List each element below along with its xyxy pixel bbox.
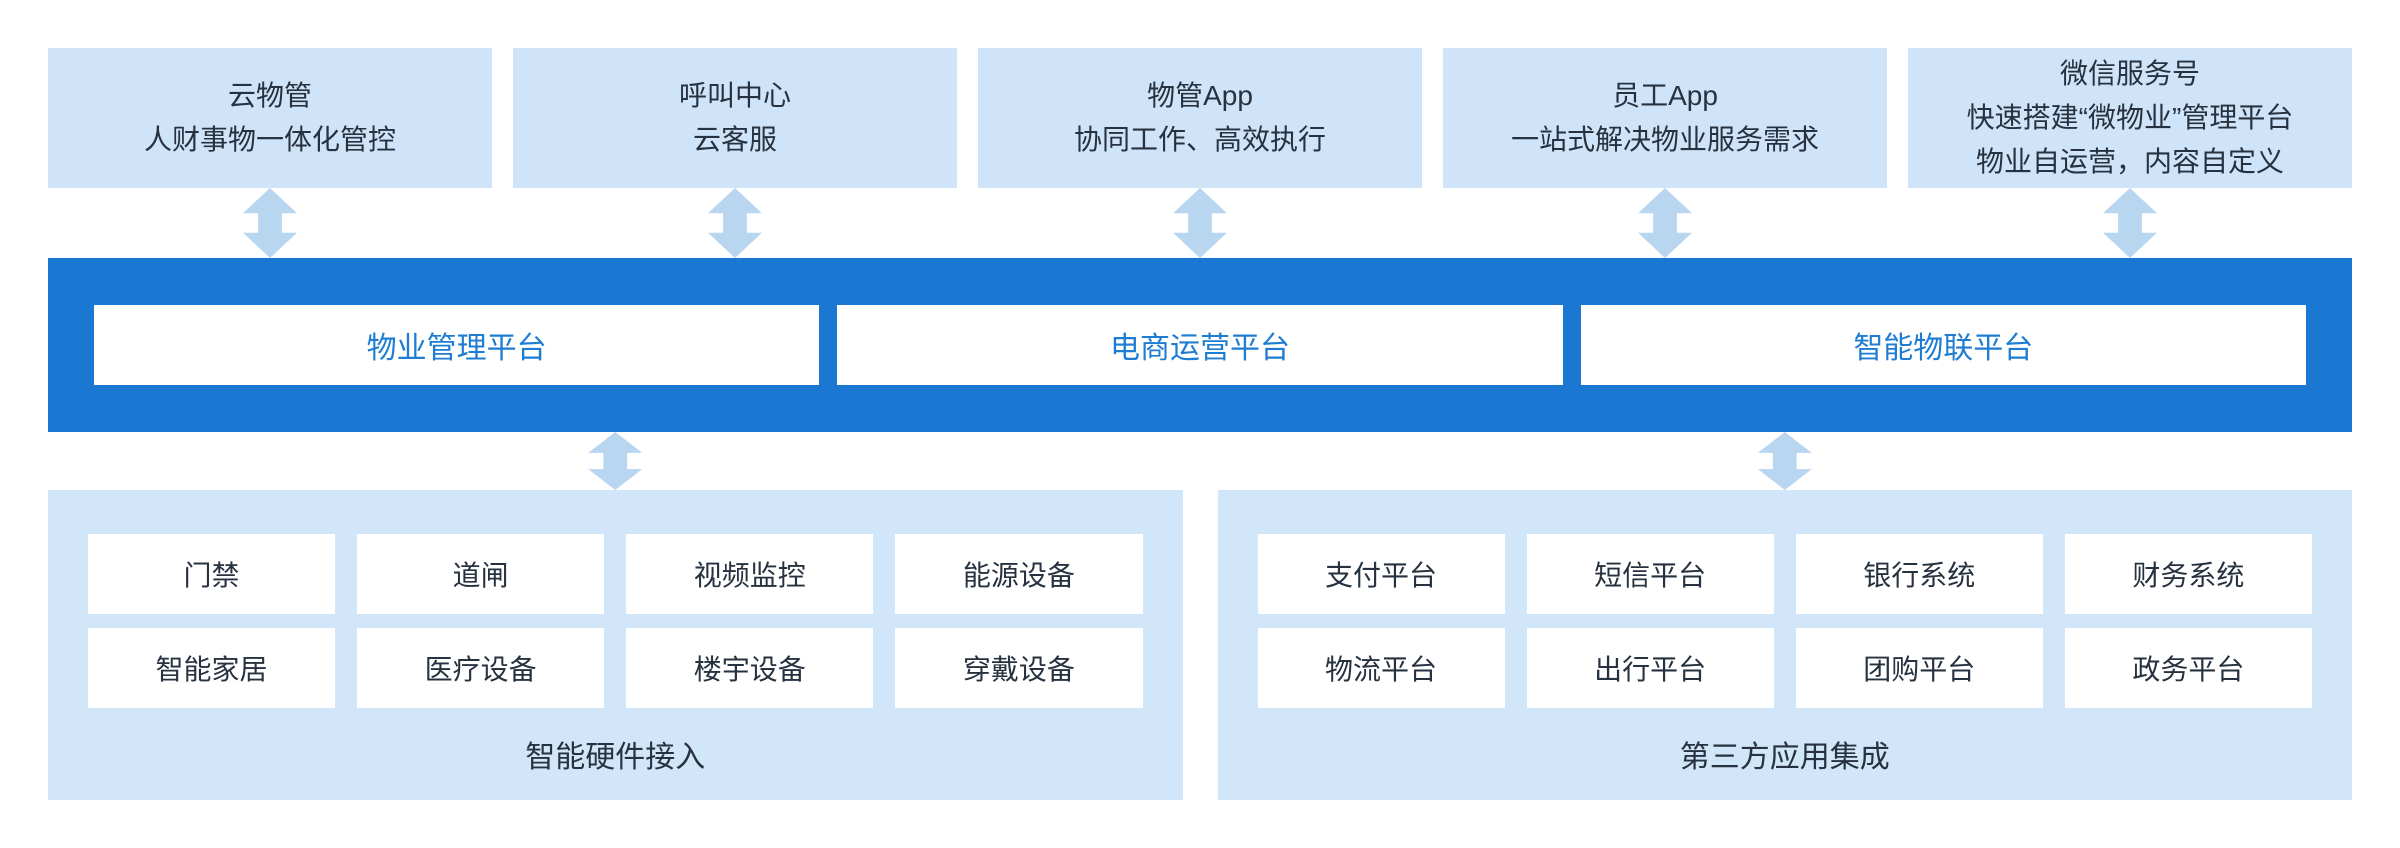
app-box-title: 员工App <box>1612 80 1718 111</box>
updown-arrow-icon <box>588 432 643 490</box>
updown-arrow-icon <box>2103 188 2157 258</box>
integration-cell-grid: 支付平台 短信平台 银行系统 财务系统 物流平台 出行平台 团购平台 政务平台 <box>1257 534 2312 708</box>
arrow-slot <box>513 188 957 258</box>
app-box-cloud-property: 云物管 人财事物一体化管控 <box>48 48 492 188</box>
panel-smart-hardware-access: 门禁 道闸 视频监控 能源设备 智能家居 医疗设备 楼宇设备 穿戴设备 智能硬件… <box>48 490 1183 800</box>
platform-box-iot: 智能物联平台 <box>1580 305 2306 385</box>
panel-label-third-party: 第三方应用集成 <box>1679 741 1890 774</box>
device-cell: 楼宇设备 <box>626 628 874 708</box>
updown-arrow-icon <box>1757 432 1812 490</box>
device-cell: 智能家居 <box>88 628 336 708</box>
app-box-staff-app: 员工App 一站式解决物业服务需求 <box>1443 48 1887 188</box>
app-box-desc: 人财事物一体化管控 <box>143 124 396 155</box>
panel-third-party-integration: 支付平台 短信平台 银行系统 财务系统 物流平台 出行平台 团购平台 政务平台 … <box>1217 490 2352 800</box>
platform-bar: 物业管理平台 电商运营平台 智能物联平台 <box>48 258 2352 432</box>
app-box-desc: 一站式解决物业服务需求 <box>1510 124 1819 155</box>
platform-box-property-mgmt: 物业管理平台 <box>94 305 820 385</box>
app-box-pm-app: 物管App 协同工作、高效执行 <box>978 48 1422 188</box>
integration-cell: 财务系统 <box>2064 534 2312 614</box>
arrow-slot <box>1443 188 1887 258</box>
integration-cell: 物流平台 <box>1257 628 1505 708</box>
updown-arrow-icon <box>1173 188 1227 258</box>
integration-cell: 团购平台 <box>1795 628 2043 708</box>
device-cell-grid: 门禁 道闸 视频监控 能源设备 智能家居 医疗设备 楼宇设备 穿戴设备 <box>88 534 1143 708</box>
app-box-title: 物管App <box>1147 80 1253 111</box>
arrow-slot <box>1908 188 2352 258</box>
arrow-slot <box>1218 432 2353 490</box>
integration-cell: 出行平台 <box>1526 628 1774 708</box>
updown-arrow-icon <box>243 188 297 258</box>
app-box-desc: 快速搭建“微物业”管理平台 <box>1966 102 2294 133</box>
app-box-title: 呼叫中心 <box>678 80 791 111</box>
device-cell: 能源设备 <box>895 534 1143 614</box>
app-box-call-center: 呼叫中心 云客服 <box>513 48 957 188</box>
integration-cell: 支付平台 <box>1257 534 1505 614</box>
app-box-title: 微信服务号 <box>2059 58 2200 89</box>
app-box-desc: 云客服 <box>692 124 777 155</box>
updown-arrow-icon <box>1638 188 1692 258</box>
top-apps-row: 云物管 人财事物一体化管控 呼叫中心 云客服 物管App 协同工作、高效执行 员… <box>48 48 2352 188</box>
arrow-slot <box>978 188 1422 258</box>
device-cell: 门禁 <box>88 534 336 614</box>
device-cell: 道闸 <box>357 534 605 614</box>
arrow-slot <box>48 432 1183 490</box>
bottom-arrows-row <box>48 432 2352 490</box>
updown-arrow-icon <box>708 188 762 258</box>
device-cell: 视频监控 <box>626 534 874 614</box>
app-box-title: 云物管 <box>227 80 312 111</box>
bottom-panels-row: 门禁 道闸 视频监控 能源设备 智能家居 医疗设备 楼宇设备 穿戴设备 智能硬件… <box>48 490 2352 800</box>
app-box-desc: 协同工作、高效执行 <box>1073 124 1326 155</box>
platform-box-ecommerce: 电商运营平台 <box>837 305 1563 385</box>
app-box-desc: 物业自运营，内容自定义 <box>1975 146 2284 177</box>
app-box-wechat-service: 微信服务号 快速搭建“微物业”管理平台 物业自运营，内容自定义 <box>1908 48 2352 188</box>
integration-cell: 短信平台 <box>1526 534 1774 614</box>
device-cell: 医疗设备 <box>357 628 605 708</box>
integration-cell: 银行系统 <box>1795 534 2043 614</box>
arrow-slot <box>48 188 492 258</box>
integration-cell: 政务平台 <box>2064 628 2312 708</box>
top-arrows-row <box>48 188 2352 258</box>
device-cell: 穿戴设备 <box>895 628 1143 708</box>
panel-label-smart-hardware: 智能硬件接入 <box>525 741 706 774</box>
